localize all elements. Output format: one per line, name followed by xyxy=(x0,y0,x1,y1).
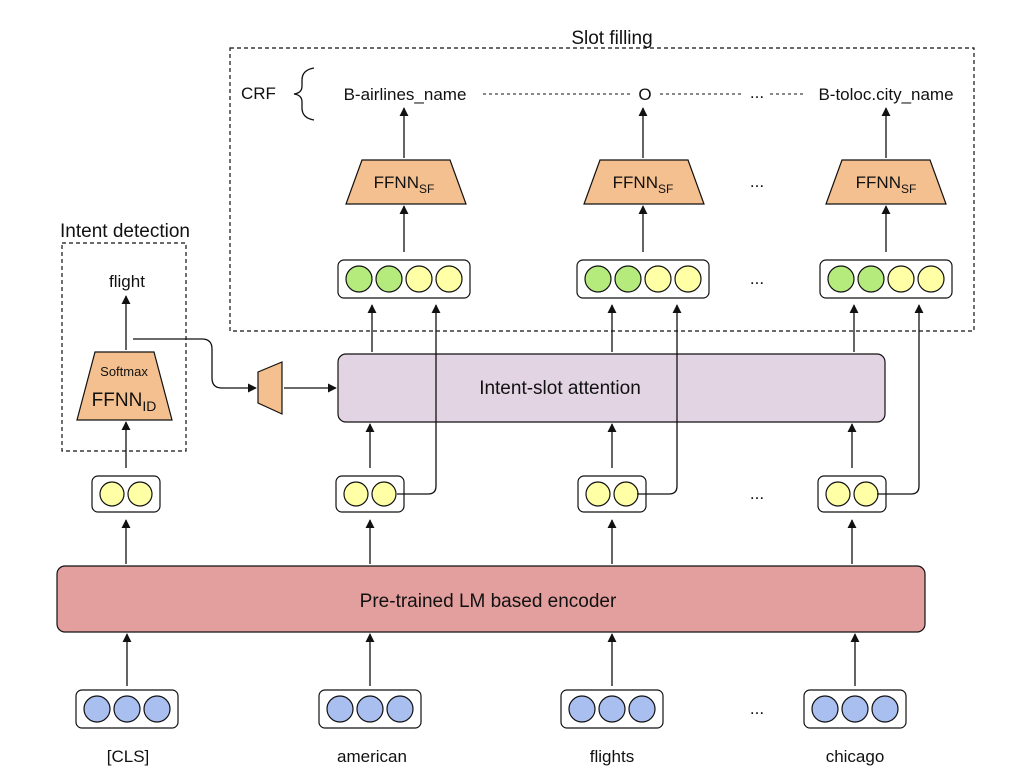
input-label-chicago: chicago xyxy=(826,747,885,766)
crf-brace xyxy=(293,67,315,121)
input-vector-1 xyxy=(75,689,179,729)
crf-output-toloc: B-toloc.city_name xyxy=(818,85,953,104)
slot-vector-2 xyxy=(576,259,710,299)
input-vector-2 xyxy=(318,689,422,729)
softmax-label: Softmax xyxy=(100,364,148,379)
intent-slot-attention-block xyxy=(337,353,886,423)
slot-vector-3 xyxy=(819,259,953,299)
vector-unit xyxy=(371,481,397,507)
input-label-cls: [CLS] xyxy=(107,747,150,766)
vector-unit xyxy=(585,481,611,507)
encoder-block xyxy=(56,565,926,633)
vector-unit xyxy=(435,265,463,293)
vector-unit xyxy=(857,265,885,293)
slot-vector-1 xyxy=(337,259,471,299)
hidden-vector-4 xyxy=(817,475,887,513)
vector-unit xyxy=(143,695,171,723)
arrow-skip-2 xyxy=(637,304,682,495)
input-ellipsis: ... xyxy=(750,699,764,718)
vector-unit xyxy=(871,695,899,723)
svg-text:FFNNID: FFNNID xyxy=(92,390,157,414)
vector-unit xyxy=(613,481,639,507)
intent-detection-region xyxy=(61,242,187,452)
ffnn-sf-3: FFNNSF xyxy=(825,159,947,205)
input-label-flights: flights xyxy=(590,747,634,766)
vector-unit xyxy=(375,265,403,293)
ffnn-ellipsis: ... xyxy=(750,172,764,191)
hidden-vector-ellipsis: ... xyxy=(750,484,764,503)
arrow-skip-3 xyxy=(877,304,924,495)
vector-unit xyxy=(356,695,384,723)
vector-unit xyxy=(584,265,612,293)
merge-trapezoid-icon xyxy=(257,361,283,415)
vector-unit xyxy=(343,481,369,507)
hidden-vector-2 xyxy=(335,475,405,513)
vector-unit xyxy=(127,481,153,507)
ffnn-sf-2: FFNNSF xyxy=(583,159,705,205)
encoder-label: Pre-trained LM based encoder xyxy=(360,591,617,612)
svg-text:FFNNSF: FFNNSF xyxy=(613,173,674,196)
vector-unit xyxy=(405,265,433,293)
vector-unit xyxy=(345,265,373,293)
slot-filling-title: Slot filling xyxy=(571,28,652,49)
vector-unit xyxy=(598,695,626,723)
vector-unit xyxy=(628,695,656,723)
vector-unit xyxy=(644,265,672,293)
arrow-intent-merge xyxy=(133,338,257,393)
vector-unit xyxy=(917,265,945,293)
vector-unit xyxy=(83,695,111,723)
vector-unit xyxy=(674,265,702,293)
hidden-vector-1 xyxy=(91,475,161,513)
vector-unit xyxy=(99,481,125,507)
vector-unit xyxy=(811,695,839,723)
input-vector-4 xyxy=(803,689,907,729)
ffnn-sf-1: FFNNSF xyxy=(345,159,467,205)
arrow-skip-1 xyxy=(397,304,441,495)
crf-output-o: O xyxy=(638,85,651,104)
vector-unit xyxy=(887,265,915,293)
vector-unit xyxy=(113,695,141,723)
vector-unit xyxy=(568,695,596,723)
crf-output-airlines: B-airlines_name xyxy=(344,85,467,104)
vector-unit xyxy=(614,265,642,293)
crf-ellipsis: ... xyxy=(750,83,764,102)
vector-unit xyxy=(841,695,869,723)
input-label-american: american xyxy=(337,747,407,766)
intent-output-flight: flight xyxy=(109,272,145,291)
vector-unit xyxy=(326,695,354,723)
crf-label: CRF xyxy=(241,84,276,103)
svg-text:FFNNSF: FFNNSF xyxy=(856,173,917,196)
svg-text:FFNNSF: FFNNSF xyxy=(374,173,435,196)
slot-vector-ellipsis: ... xyxy=(750,269,764,288)
slot-filling-region xyxy=(229,47,975,332)
intent-detection-title: Intent detection xyxy=(60,221,190,242)
vector-unit xyxy=(386,695,414,723)
vector-unit xyxy=(825,481,851,507)
vector-unit xyxy=(853,481,879,507)
input-vector-3 xyxy=(560,689,664,729)
vector-unit xyxy=(827,265,855,293)
ffnn-id: Softmax FFNNID xyxy=(76,351,173,421)
intent-slot-attention-label: Intent-slot attention xyxy=(479,378,641,399)
hidden-vector-3 xyxy=(577,475,647,513)
